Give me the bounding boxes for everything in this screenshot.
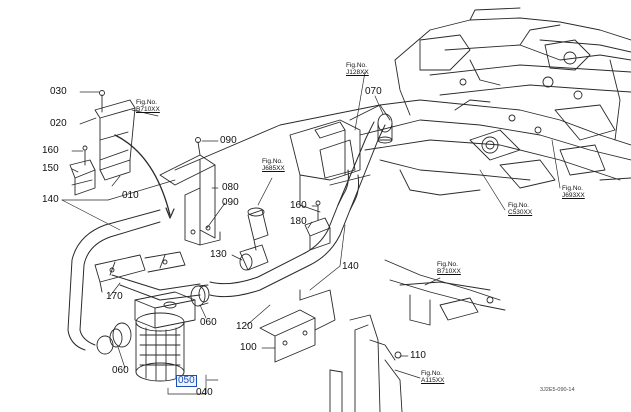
part-label-180[interactable]: 180 bbox=[290, 216, 307, 227]
tractor-frame bbox=[349, 7, 631, 196]
figref-b710xx-top[interactable]: Fig.No. B710XX bbox=[136, 99, 160, 114]
part-label-100[interactable]: 100 bbox=[240, 342, 257, 353]
figref-label: Fig.No. bbox=[262, 158, 283, 165]
bracket-170 bbox=[94, 251, 186, 293]
leader-lines bbox=[61, 71, 561, 395]
figref-label: Fig.No. bbox=[562, 185, 583, 192]
bracket-010 bbox=[94, 90, 136, 181]
figref-label: Fig.No. bbox=[346, 62, 367, 69]
figref-code[interactable]: J693XX bbox=[562, 192, 585, 200]
figref-j685xx[interactable]: Fig.No. J685XX bbox=[262, 158, 285, 173]
part-label-140-right[interactable]: 140 bbox=[342, 261, 359, 272]
figref-label: Fig.No. bbox=[421, 370, 442, 377]
fitting-060-left bbox=[96, 322, 132, 355]
fuel-hose bbox=[67, 121, 386, 351]
part-label-170[interactable]: 170 bbox=[106, 291, 123, 302]
figref-label: Fig.No. bbox=[508, 202, 529, 209]
part-label-160-right[interactable]: 160 bbox=[290, 200, 307, 211]
bracket-080 bbox=[159, 137, 221, 246]
figref-label: Fig.No. bbox=[437, 261, 458, 268]
part-label-140[interactable]: 140 bbox=[42, 194, 59, 205]
part-label-080[interactable]: 080 bbox=[222, 182, 239, 193]
figref-code[interactable]: B710XX bbox=[136, 106, 160, 114]
part-label-040[interactable]: 040 bbox=[196, 387, 213, 398]
figref-b710xx-lower[interactable]: Fig.No. B710XX bbox=[437, 261, 461, 276]
drawing-id: 3J2E5-090-14 bbox=[540, 387, 575, 393]
part-label-090[interactable]: 090 bbox=[222, 197, 239, 208]
part-label-130[interactable]: 130 bbox=[210, 249, 227, 260]
part-label-060-left[interactable]: 060 bbox=[112, 365, 129, 376]
figref-a115xx[interactable]: Fig.No. A115XX bbox=[421, 370, 444, 385]
assembly-arrow bbox=[114, 134, 171, 216]
fitting-070 bbox=[377, 113, 393, 144]
tank-bracket-area bbox=[174, 104, 391, 213]
part-label-030[interactable]: 030 bbox=[50, 86, 67, 97]
bracket-100 bbox=[259, 289, 336, 363]
part-label-120[interactable]: 120 bbox=[236, 321, 253, 332]
part-label-110[interactable]: 110 bbox=[410, 350, 426, 361]
part-label-020[interactable]: 020 bbox=[50, 118, 67, 129]
part-label-090-top[interactable]: 090 bbox=[220, 135, 237, 146]
figref-label: Fig.No. bbox=[136, 99, 157, 106]
part-label-060-right[interactable]: 060 bbox=[200, 317, 217, 328]
figref-code[interactable]: B710XX bbox=[437, 268, 461, 276]
fuel-filter bbox=[134, 291, 196, 382]
figref-c530xx[interactable]: Fig.No. C530XX bbox=[508, 202, 532, 217]
part-label-050-selected[interactable]: 050 bbox=[176, 375, 197, 387]
figref-j128xx[interactable]: Fig.No. J128XX bbox=[346, 62, 369, 77]
figref-code[interactable]: J128XX bbox=[346, 69, 369, 77]
figref-code[interactable]: J685XX bbox=[262, 165, 285, 173]
fitting-130 bbox=[239, 207, 269, 271]
figref-j693xx[interactable]: Fig.No. J693XX bbox=[562, 185, 585, 200]
part-label-010[interactable]: 010 bbox=[122, 190, 139, 201]
lower-right-frame bbox=[329, 259, 506, 412]
part-label-150[interactable]: 150 bbox=[42, 163, 59, 174]
part-label-070[interactable]: 070 bbox=[365, 86, 382, 97]
figref-code[interactable]: A115XX bbox=[421, 377, 445, 385]
part-label-160[interactable]: 160 bbox=[42, 145, 59, 156]
clamp-150 bbox=[69, 145, 96, 196]
fitting-060-right bbox=[190, 284, 210, 307]
clamp-180 bbox=[304, 200, 331, 251]
figref-code[interactable]: C530XX bbox=[508, 209, 533, 217]
